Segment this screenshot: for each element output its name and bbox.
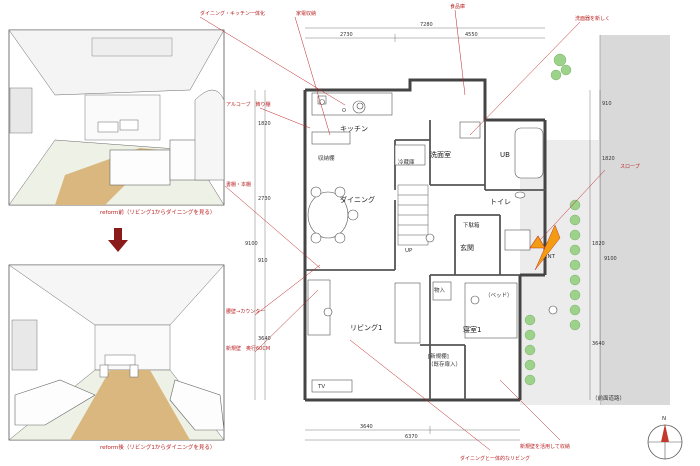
kitchen-fixtures	[311, 92, 426, 166]
anno-closet-storage: 新規壁を活用して収納	[520, 443, 570, 450]
room-dining: ダイニング	[340, 195, 375, 204]
perspective-after: reform後（リビング1からダイニングを見る）	[8, 264, 225, 451]
wardrobe-label: [新規棚]	[428, 352, 449, 360]
dim-right-1820b: 1820	[592, 241, 605, 247]
person-icons	[323, 102, 558, 317]
transition-arrow	[108, 228, 128, 252]
dim-right-3640: 3640	[592, 341, 605, 347]
room-shoebox: 下駄箱	[463, 221, 480, 229]
garden-shrubs	[524, 53, 581, 386]
dim-left-mid: 2730	[258, 196, 271, 202]
dim-top-right: 4550	[465, 32, 478, 38]
tv-label: TV	[317, 384, 325, 390]
anno-shelf: 書棚・本棚	[226, 181, 251, 188]
bedroom-furniture	[432, 281, 518, 339]
bath-fixtures	[459, 121, 544, 199]
dim-right-1820a: 1820	[602, 156, 615, 162]
anno-slope: スロープ	[620, 164, 640, 170]
dining-table	[307, 186, 359, 244]
dim-left-total: 9100	[245, 241, 258, 247]
annotation-leaders	[199, 9, 606, 451]
entry-marker: ENT	[529, 235, 556, 260]
entry-label: ENT	[544, 254, 556, 260]
site-road: （前面道路）	[520, 35, 670, 405]
room-ub: UB	[500, 151, 510, 159]
bed-label: （ベッド）	[485, 292, 513, 299]
anno-appliance-storage: 家電収納	[296, 10, 316, 17]
dimension-lines	[254, 27, 601, 441]
room-pantry: 冷蔵庫	[398, 158, 415, 166]
dim-left-910: 910	[258, 258, 268, 264]
dim-top-total: 7280	[420, 22, 433, 28]
wardrobe-sublabel: （既存扉入）	[428, 360, 461, 368]
room-entrance: 玄関	[460, 243, 474, 252]
north-label: N	[662, 416, 666, 422]
anno-dining-kitchen: ダイニング・キッチン一体化	[200, 10, 265, 17]
staircase	[397, 184, 429, 246]
plan-inner-walls	[305, 120, 545, 400]
dim-right-910: 910	[602, 101, 612, 107]
north-compass: N	[647, 416, 683, 460]
room-label-washroom-annex: 収納棚	[318, 154, 335, 162]
dim-bottom-total: 6370	[405, 434, 418, 440]
anno-alcove: アルコーブ 飾り棚	[226, 101, 271, 108]
anno-washroom-new: 洗面器を新しく	[575, 15, 610, 22]
dim-right-total: 9100	[604, 256, 617, 262]
anno-food-storage: 食品庫	[450, 3, 465, 10]
dim-bottom-left: 3640	[360, 424, 373, 430]
road-label: （前面道路）	[592, 394, 625, 402]
dim-left-top: 1820	[258, 121, 271, 127]
anno-new-wall: 新規壁 奥行60CM	[226, 345, 270, 352]
room-kitchen: キッチン	[340, 125, 368, 133]
anno-dining-living: ダイニングと一体的なリビング	[460, 455, 530, 462]
slope-arrow	[534, 224, 561, 271]
caption-after: reform後（リビング1からダイニングを見る）	[100, 443, 215, 451]
dim-left-bottom: 3640	[258, 336, 271, 342]
perspective-before: reform前（リビング1からダイニングを見る）	[8, 29, 225, 216]
room-washroom: 洗面室	[430, 150, 451, 159]
room-bedroom: 寝室1	[463, 325, 481, 334]
plan-walls	[303, 78, 547, 402]
room-living: リビング1	[350, 323, 382, 332]
caption-before: reform前（リビング1からダイニングを見る）	[100, 208, 215, 216]
room-toilet: トイレ	[490, 198, 511, 206]
room-closet: 物入	[434, 286, 446, 294]
anno-kitchen-counter: 腰壁→カウンター	[226, 308, 265, 315]
living-furniture	[307, 279, 421, 393]
stair-up-label: UP	[405, 248, 413, 254]
dim-top-left: 2730	[340, 32, 353, 38]
